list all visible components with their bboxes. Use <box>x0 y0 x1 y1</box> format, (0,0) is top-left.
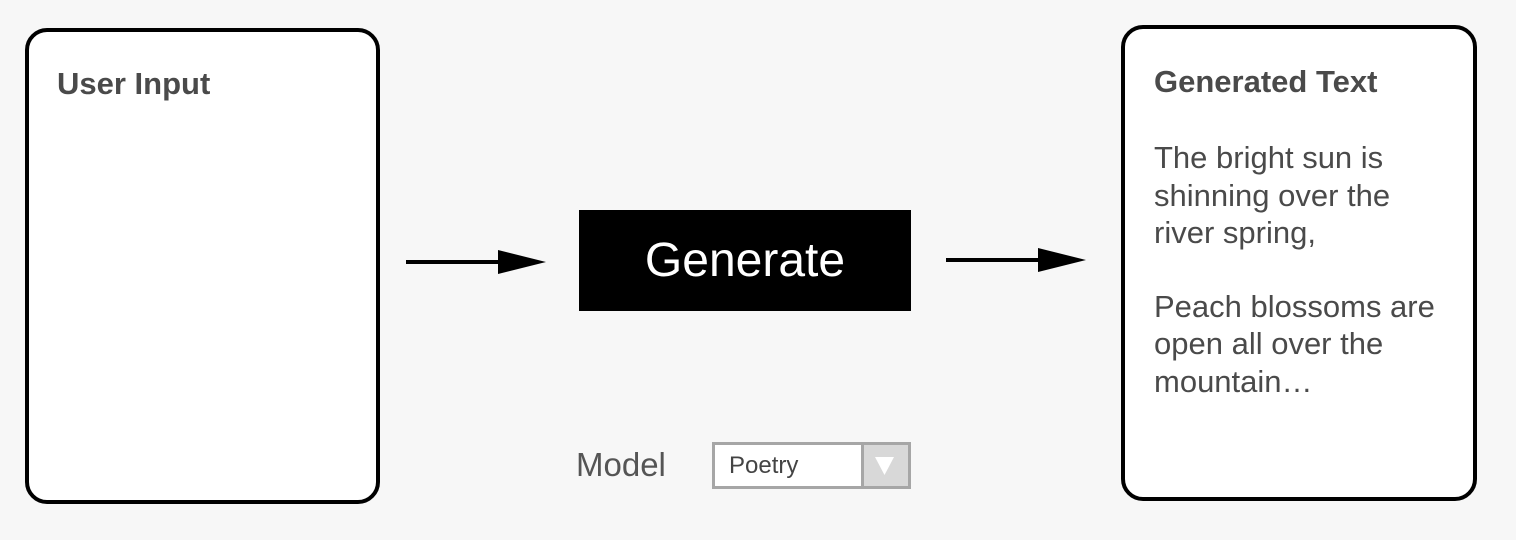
generated-text-title: Generated Text <box>1154 64 1378 99</box>
generated-text-paragraph: The bright sun is shinning over the rive… <box>1154 140 1391 250</box>
generated-text-body: The bright sun is shinning over the rive… <box>1154 139 1454 436</box>
generated-text-paragraph: Peach blossoms are open all over the mou… <box>1154 288 1435 399</box>
arrow-right-icon <box>946 248 1086 272</box>
generated-text-panel: Generated Text The bright sun is shinnin… <box>1121 25 1477 501</box>
model-select-value: Poetry <box>729 452 799 479</box>
triangle-down-icon <box>875 457 894 475</box>
user-input-title: User Input <box>57 66 211 101</box>
user-input-panel: User Input <box>25 28 380 504</box>
arrow-right-icon <box>406 250 546 274</box>
generate-button[interactable]: Generate <box>579 210 911 311</box>
model-select[interactable]: Poetry <box>712 442 911 489</box>
model-dropdown-button[interactable] <box>861 445 908 486</box>
model-label: Model <box>576 446 666 483</box>
user-input-field[interactable] <box>57 112 356 480</box>
